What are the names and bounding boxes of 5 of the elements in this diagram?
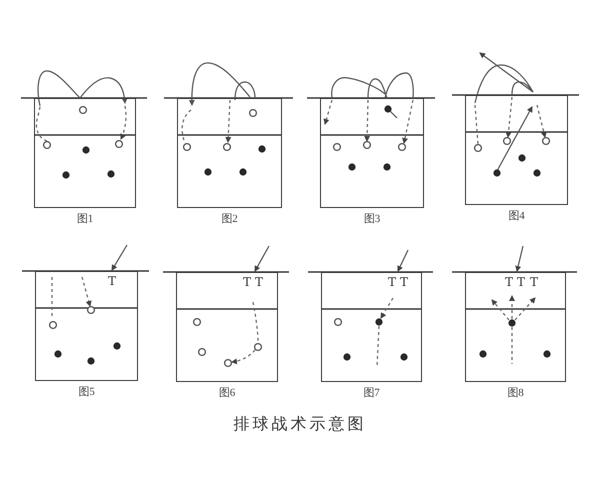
- figure-caption: 图7: [363, 387, 380, 400]
- figure-caption: 图5: [78, 386, 95, 399]
- diagram-caption: 排球战术示意图: [234, 416, 366, 433]
- figure-caption: 图6: [218, 387, 236, 400]
- figure-caption: 图8: [507, 387, 524, 400]
